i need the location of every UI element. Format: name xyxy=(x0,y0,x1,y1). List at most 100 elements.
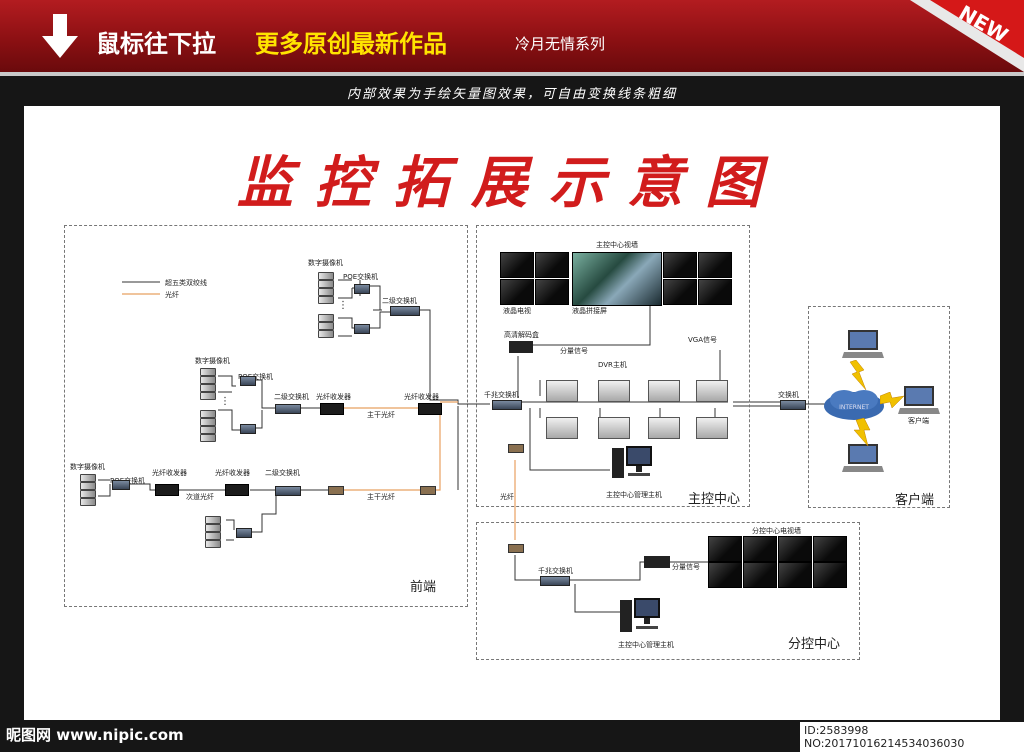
laptop-icon xyxy=(898,386,940,414)
scroll-hint: 鼠标往下拉 xyxy=(96,30,216,58)
camera xyxy=(205,516,221,524)
camera xyxy=(318,322,334,330)
camera xyxy=(318,272,334,280)
footer: 昵图网 www.nipic.com ID:2583998 NO:20171016… xyxy=(0,720,1024,752)
vga-signal-label: VGA信号 xyxy=(688,336,718,344)
main-control-section xyxy=(476,225,750,507)
poe-switch xyxy=(240,424,256,434)
dvr-host xyxy=(546,380,578,402)
camera xyxy=(318,288,334,296)
camera xyxy=(200,410,216,418)
lcd-tv xyxy=(708,562,742,588)
poe-switch xyxy=(112,480,130,490)
computer-icon xyxy=(612,446,652,478)
media-converter xyxy=(508,544,524,553)
lcd-tv xyxy=(743,562,777,588)
lcd-tv xyxy=(813,536,847,562)
branch-fiber-label: 次道光纤 xyxy=(186,493,214,501)
fiber-transceiver xyxy=(225,484,249,496)
lcd-tv xyxy=(698,279,732,305)
dvr-host xyxy=(546,417,578,439)
main-fiber-label-bottom: 主干光纤 xyxy=(367,493,395,501)
secondary-switch xyxy=(275,404,301,414)
camera-group-label-top: 数字摄像机 xyxy=(308,259,343,267)
branch-section xyxy=(476,522,860,660)
lcd-splice-label: 液晶拼接屏 xyxy=(572,307,607,315)
sec-switch-label-top: 二级交换机 xyxy=(382,297,417,305)
ellipsis: ⋮ xyxy=(220,396,230,407)
camera xyxy=(318,314,334,322)
camera xyxy=(205,540,221,548)
top-banner: 鼠标往下拉 更多原创最新作品 冷月无情系列 xyxy=(0,0,1024,72)
camera xyxy=(318,296,334,304)
front-section xyxy=(64,225,468,607)
lcd-tv xyxy=(698,252,732,278)
camera xyxy=(318,330,334,338)
media-converter xyxy=(420,486,436,495)
banner-series: 冷月无情系列 xyxy=(515,35,606,53)
camera-group-label-mid: 数字摄像机 xyxy=(195,357,230,365)
lcd-tv xyxy=(663,279,697,305)
fiber-transceiver xyxy=(155,484,179,496)
footer-id: ID:2583998 NO:20171016214534036030 xyxy=(800,722,1024,752)
lcd-tv xyxy=(743,536,777,562)
subtitle: 内部效果为手绘矢量图效果，可自由变换线条粗细 xyxy=(346,87,677,102)
dvr-host xyxy=(598,380,630,402)
lightning-icon xyxy=(849,360,867,390)
lcd-tv xyxy=(778,536,812,562)
camera xyxy=(80,490,96,498)
diagram-title: 监控拓展示意图 xyxy=(237,150,783,216)
gigabit-switch-label-main: 千兆交换机 xyxy=(484,391,519,399)
computer-icon xyxy=(620,598,660,632)
internet-cloud-icon: INTERNET xyxy=(824,390,884,420)
lcd-tv xyxy=(500,279,534,305)
camera xyxy=(200,426,216,434)
camera xyxy=(318,280,334,288)
dvr-host xyxy=(648,380,680,402)
fiber-transceiver-label-d: 光纤收发器 xyxy=(215,469,250,477)
branch-video-wall-label: 分控中心电视墙 xyxy=(752,527,801,535)
internet-label: INTERNET xyxy=(839,404,869,411)
client-switch xyxy=(780,400,806,410)
dvr-host xyxy=(598,417,630,439)
branch-component-signal-label: 分量信号 xyxy=(672,563,700,571)
fiber-label-main: 光纤 xyxy=(500,493,514,501)
laptop-icon xyxy=(842,444,884,472)
main-section-label: 主控中心 xyxy=(688,492,741,507)
lcd-tv xyxy=(535,252,569,278)
lcd-tv xyxy=(535,279,569,305)
component-signal-label: 分量信号 xyxy=(560,347,588,355)
camera xyxy=(205,524,221,532)
banner-divider xyxy=(0,72,1024,76)
lcd-tv xyxy=(500,252,534,278)
mgmt-host-label-branch: 主控中心管理主机 xyxy=(618,641,674,649)
gigabit-switch xyxy=(492,400,522,410)
camera xyxy=(200,384,216,392)
camera xyxy=(80,474,96,482)
hd-decoder xyxy=(509,341,533,353)
camera xyxy=(200,392,216,400)
gigabit-switch xyxy=(540,576,570,586)
fiber-transceiver-label-a: 光纤收发器 xyxy=(316,393,351,401)
dvr-host xyxy=(696,417,728,439)
dvr-host xyxy=(648,417,680,439)
camera xyxy=(200,434,216,442)
fiber-transceiver-label-c: 光纤收发器 xyxy=(152,469,187,477)
secondary-switch xyxy=(390,306,420,316)
fiber-transceiver xyxy=(418,403,442,415)
lcd-tv xyxy=(708,536,742,562)
camera xyxy=(205,532,221,540)
client-section-label: 客户端 xyxy=(895,493,935,508)
lightning-icon xyxy=(853,418,871,446)
dvr-host-label: DVR主机 xyxy=(598,361,627,369)
poe-switch xyxy=(354,324,370,334)
laptop-icon xyxy=(842,330,884,358)
camera xyxy=(80,498,96,506)
media-converter xyxy=(508,444,524,453)
lcd-tv-label: 液晶电视 xyxy=(503,307,531,315)
fiber-transceiver-label-b: 光纤收发器 xyxy=(404,393,439,401)
video-wall-label: 主控中心视墙 xyxy=(596,241,638,249)
sec-switch-label-mid: 二级交换机 xyxy=(274,393,309,401)
poe-switch-label-top: POE交换机 xyxy=(343,273,379,281)
hd-decoder-label: 高清解码盒 xyxy=(504,331,539,339)
